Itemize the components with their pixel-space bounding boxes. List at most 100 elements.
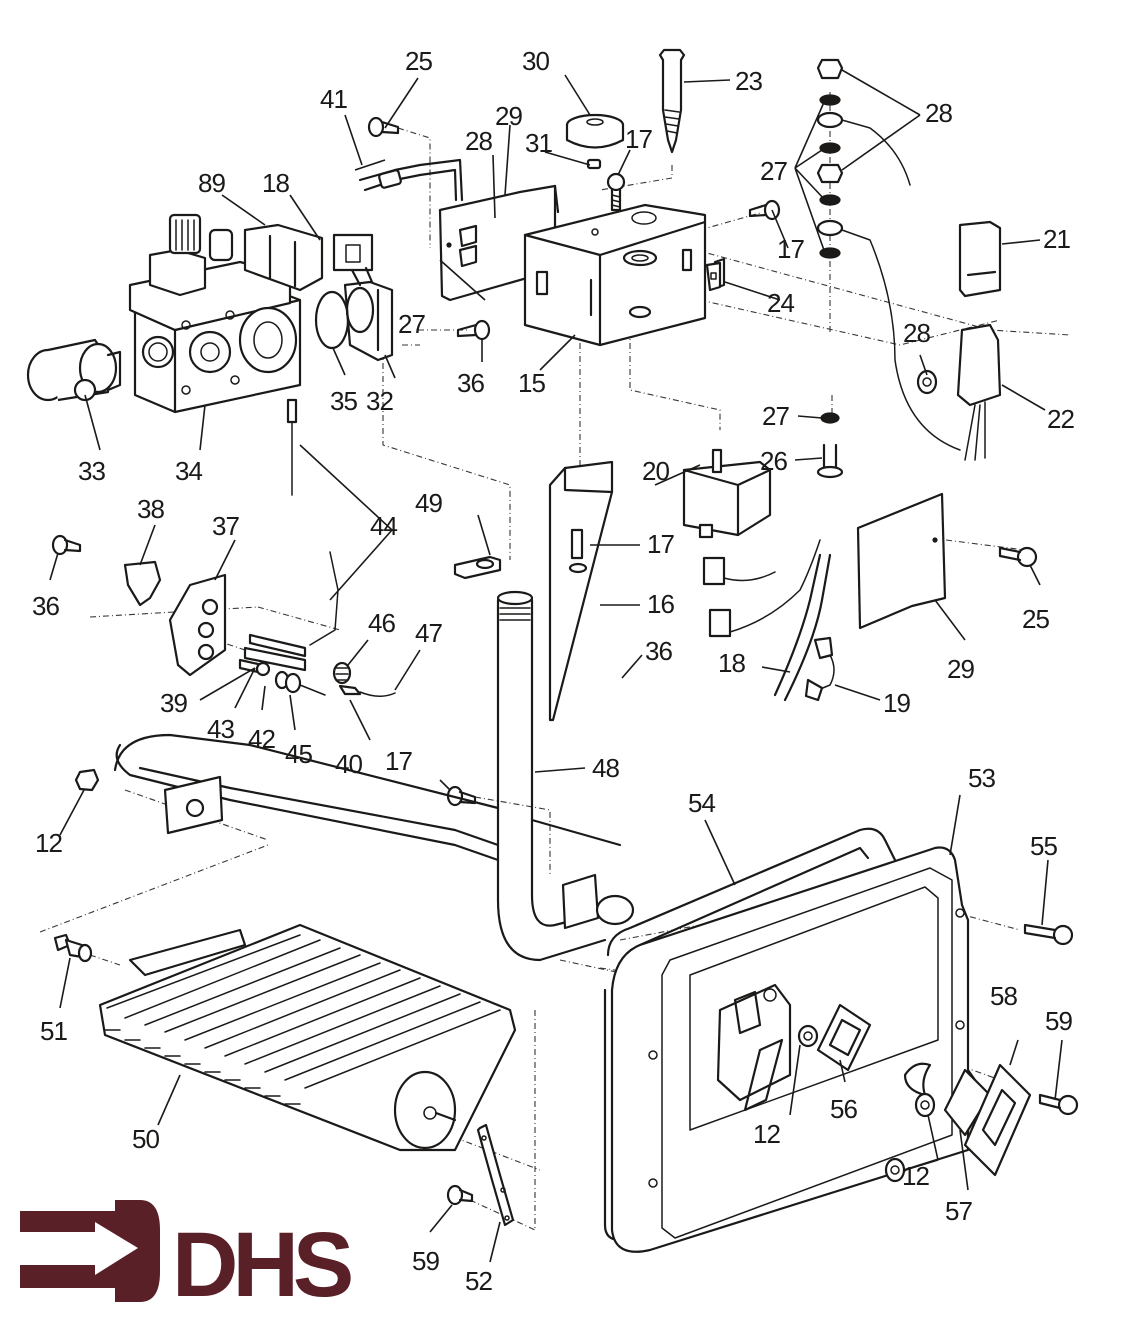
nut-washer-stack — [816, 58, 961, 451]
callout-label: 55 — [1030, 831, 1057, 861]
front-panel-53 — [610, 846, 977, 1253]
screw-26 — [816, 412, 844, 479]
knob-30 — [565, 113, 625, 170]
bracket-38 — [123, 560, 162, 607]
callout-label: 42 — [248, 724, 275, 754]
callout-label: 36 — [457, 368, 484, 398]
cover-plate-29-lower — [856, 492, 947, 630]
callout-label: 27 — [762, 401, 789, 431]
callout-label: 31 — [525, 128, 552, 158]
flame-shield — [903, 1062, 932, 1097]
switch-22 — [956, 323, 1002, 461]
screw-55 — [1023, 923, 1074, 946]
callout-label: 36 — [645, 636, 672, 666]
callout-labels: 25 30 23 41 29 28 31 17 28 27 89 18 17 2… — [32, 46, 1075, 1296]
bracket-16 — [548, 460, 614, 722]
callout-label: 18 — [718, 648, 745, 678]
callout-label: 17 — [647, 529, 674, 559]
nut-42-45 — [274, 670, 326, 696]
callout-label: 24 — [767, 288, 794, 318]
callout-label: 89 — [198, 168, 225, 198]
callout-label: 27 — [398, 309, 425, 339]
earth-lead-19 — [804, 636, 835, 702]
callout-label: 23 — [735, 66, 762, 96]
callout-label: 56 — [830, 1094, 857, 1124]
gasket-56 — [816, 1003, 872, 1072]
callout-label: 53 — [968, 763, 995, 793]
callout-label: 12 — [902, 1161, 929, 1191]
callout-label: 32 — [366, 386, 393, 416]
pilot-supply-tube — [113, 733, 622, 862]
callout-label: 41 — [320, 84, 347, 114]
gas-valve-34 — [128, 213, 324, 414]
nut-12-mid — [797, 1024, 819, 1048]
callout-label: 12 — [753, 1119, 780, 1149]
callout-label: 25 — [405, 46, 432, 76]
electrode-43 — [243, 646, 307, 672]
leader-lines — [49, 69, 1063, 1263]
nut-28-lower — [916, 369, 938, 395]
frame-58 — [963, 1063, 1032, 1177]
screw-36-upper — [456, 319, 491, 341]
callout-label: 50 — [132, 1124, 159, 1154]
nut-12-bottom — [884, 1157, 906, 1183]
callout-label: 48 — [592, 753, 619, 783]
callout-label: 52 — [465, 1266, 492, 1296]
callout-label: 37 — [212, 511, 239, 541]
screw-17-top — [606, 172, 626, 212]
callout-label: 54 — [688, 788, 715, 818]
callout-label: 59 — [412, 1246, 439, 1276]
clip-49 — [453, 555, 502, 580]
lead-47 — [338, 684, 396, 697]
union-fitting-33 — [26, 338, 122, 402]
pilot-pipe-41 — [354, 158, 464, 202]
dhs-logo: DHS — [20, 1200, 357, 1316]
callout-label: 40 — [335, 749, 362, 779]
spring-46 — [332, 661, 352, 685]
callout-label: 12 — [35, 828, 62, 858]
injector-51 — [53, 933, 93, 963]
callout-label: 27 — [760, 156, 787, 186]
screw-25-lower — [998, 546, 1038, 568]
thermostat-20 — [682, 448, 772, 539]
screw-59-right — [1038, 1093, 1079, 1116]
callout-label: 26 — [760, 446, 787, 476]
callout-label: 29 — [947, 654, 974, 684]
glass-57 — [943, 1068, 992, 1137]
callout-label: 33 — [78, 456, 105, 486]
nut-12-left — [74, 768, 100, 792]
screw-59-left — [446, 1184, 474, 1206]
bracket-52 — [476, 1123, 515, 1227]
callout-label: 30 — [522, 46, 549, 76]
callout-label: 17 — [777, 234, 804, 264]
screw-25-top — [367, 116, 400, 138]
callout-label: 16 — [647, 589, 674, 619]
callout-label: 38 — [137, 494, 164, 524]
logo-text: DHS — [172, 1214, 351, 1316]
callout-label: 47 — [415, 618, 442, 648]
callout-label: 25 — [1022, 604, 1049, 634]
wiring-loom-18 — [702, 539, 832, 702]
cap-21 — [958, 220, 1002, 298]
callout-label: 22 — [1047, 404, 1074, 434]
screw-36-left — [51, 534, 82, 556]
clip-24 — [705, 261, 722, 292]
callout-label: 20 — [642, 456, 669, 486]
callout-label: 57 — [945, 1196, 972, 1226]
callout-label: 51 — [40, 1016, 67, 1046]
callout-label: 58 — [990, 981, 1017, 1011]
callout-label: 34 — [175, 456, 202, 486]
callout-label: 28 — [925, 98, 952, 128]
callout-label: 35 — [330, 386, 357, 416]
arrow-right-icon — [20, 1200, 160, 1302]
pilot-burner-37 — [168, 573, 227, 677]
callout-label: 44 — [370, 511, 397, 541]
callout-label: 29 — [495, 101, 522, 131]
nut-12-right — [914, 1092, 936, 1118]
callout-label: 45 — [285, 739, 312, 769]
adapter-32-oring-35 — [314, 233, 394, 362]
callout-label: 39 — [160, 688, 187, 718]
thermocouple-44 — [248, 398, 339, 658]
callout-label: 19 — [883, 688, 910, 718]
callout-label: 17 — [385, 746, 412, 776]
